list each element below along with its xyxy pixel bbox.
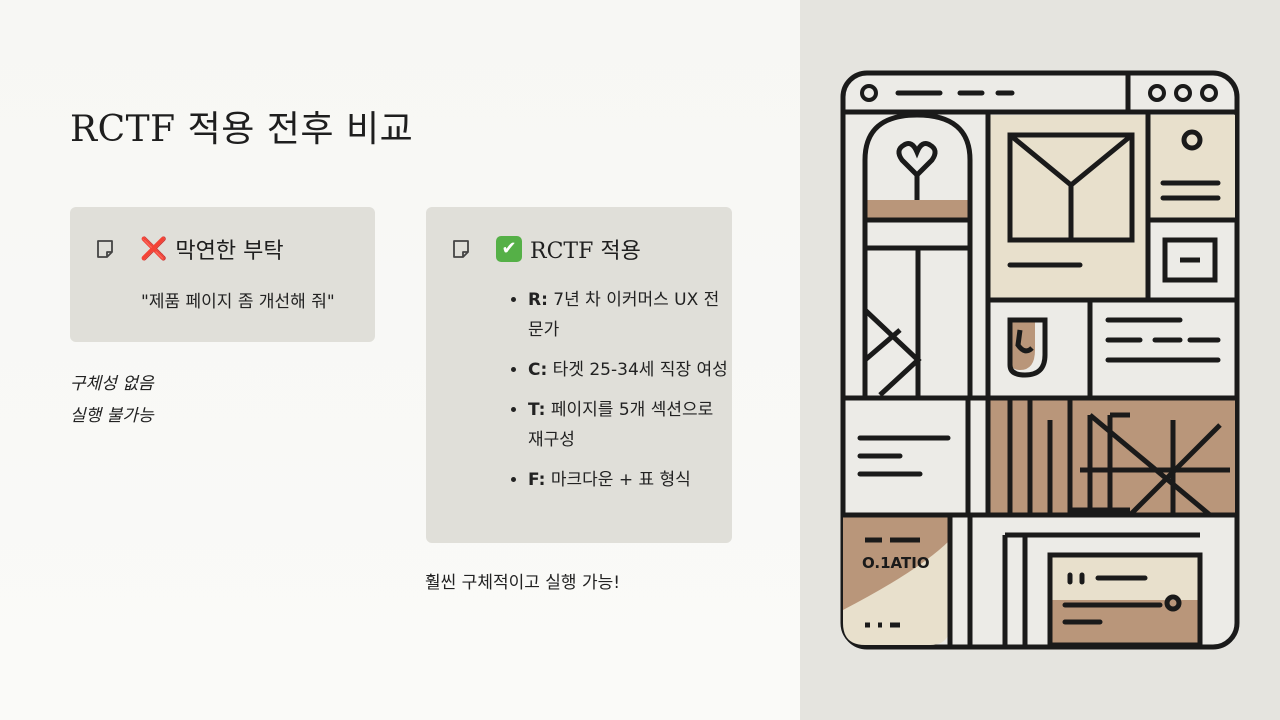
after-card-title: RCTF 적용 <box>530 239 641 264</box>
note-icon <box>97 240 113 258</box>
note-icon <box>453 240 469 258</box>
content-pane: RCTF 적용 전후 비교 ❌ 막연한 부탁 "제품 페이지 좀 개선해 줘" … <box>0 0 800 720</box>
check-mark-icon: ✔ <box>496 236 522 262</box>
before-card: ❌ 막연한 부탁 "제품 페이지 좀 개선해 줘" <box>70 207 375 342</box>
note-line: 실행 불가능 <box>70 406 154 426</box>
list-item: C: 타겟 25-34세 직장 여성 <box>528 355 728 385</box>
after-card-header: ✔ RCTF 적용 <box>450 233 641 265</box>
before-card-title: 막연한 부탁 <box>175 239 284 264</box>
result-text: 훨씬 구체적이고 실행 가능! <box>425 573 621 593</box>
before-card-header: ❌ 막연한 부탁 <box>94 233 284 265</box>
webpage-layout-illustration: O.1ATIO <box>840 70 1240 650</box>
list-item: F: 마크다운 + 표 형식 <box>528 465 728 495</box>
note-line: 구체성 없음 <box>70 374 154 394</box>
after-card: ✔ RCTF 적용 R: 7년 차 이커머스 UX 전문가 C: 타겟 25-3… <box>426 207 732 543</box>
page-title: RCTF 적용 전후 비교 <box>70 109 414 150</box>
list-item: R: 7년 차 이커머스 UX 전문가 <box>528 285 728 345</box>
cross-mark-icon: ❌ <box>140 236 168 262</box>
badge-label: O.1ATIO <box>862 554 930 572</box>
list-item: T: 페이지를 5개 섹션으로 재구성 <box>528 395 728 455</box>
before-notes: 구체성 없음 실행 불가능 <box>70 368 154 432</box>
rctf-list: R: 7년 차 이커머스 UX 전문가 C: 타겟 25-34세 직장 여성 T… <box>504 285 728 505</box>
before-quote: "제품 페이지 좀 개선해 줘" <box>141 292 335 312</box>
illustration-pane: O.1ATIO <box>800 0 1280 720</box>
